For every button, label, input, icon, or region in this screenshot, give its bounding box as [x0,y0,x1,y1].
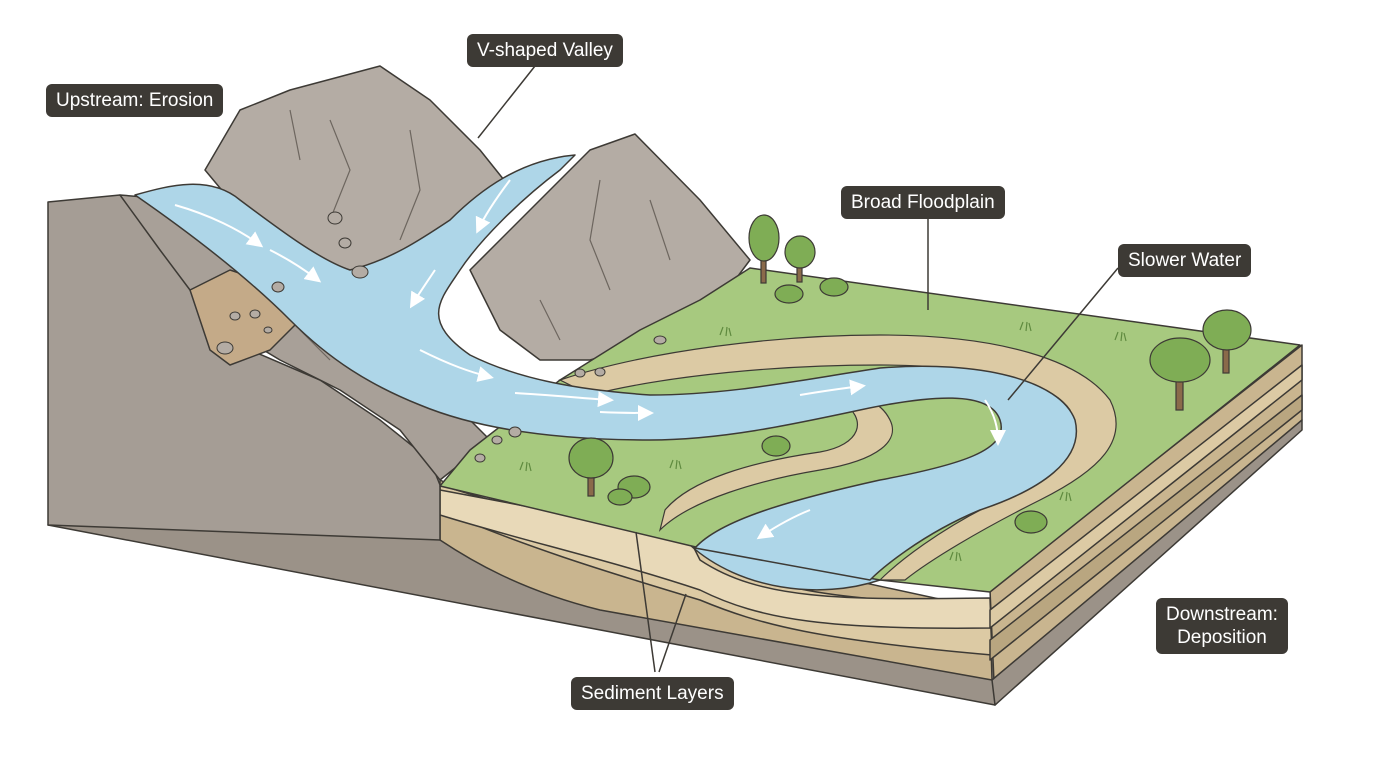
flow-arrow-icon [799,379,866,396]
flow-arrow-icon [599,404,654,421]
flow-arrow-icon [984,399,1006,446]
tree-icon [1149,337,1211,411]
leader-v-valley [477,65,536,139]
flow-arrows [174,179,1006,540]
bushes [607,277,1048,534]
rock-icon [351,265,369,279]
rock-icon [474,453,486,463]
block-right-face-bottom [991,419,1303,706]
tree-icon [748,214,780,284]
rock-icon [508,426,522,438]
rock-icon [594,367,606,377]
label-downstream-line-1: Downstream: [1166,604,1278,625]
leader-lines [477,65,1119,673]
label-downstream-deposition: Downstream: Deposition [1156,598,1288,654]
flow-arrow-icon [174,204,264,248]
rocks [216,211,667,463]
flow-arrow-icon [475,179,511,234]
ridge-lines [289,109,671,361]
flow-arrow-icon [756,509,811,540]
bush-icon [1014,510,1048,534]
bush-icon [819,277,849,297]
bush-icon [774,284,804,304]
rock-icon [327,211,343,225]
leader-sediment-1 [635,531,656,673]
leader-sediment-2 [658,593,687,673]
rock-icon [249,309,261,319]
flow-arrow-icon [419,349,494,382]
block-right-face-band-2 [989,394,1303,661]
block-right-face-band-1 [989,364,1303,629]
trees [568,214,1252,497]
label-upstream-erosion: Upstream: Erosion [46,84,224,117]
leader-slower-water [1007,267,1119,401]
bush-icon [607,488,633,506]
rock-icon [653,335,667,345]
rock-icon [271,281,285,293]
river-channel [134,154,1078,581]
tree-icon [1202,309,1252,374]
rock-icon [338,237,352,249]
sand-bank-outer [558,334,1117,581]
label-downstream-line-2: Deposition [1177,627,1267,648]
tree-icon [784,235,816,283]
label-slower-water: Slower Water [1118,244,1252,277]
label-broad-floodplain: Broad Floodplain [841,186,1005,219]
rock-icon [491,435,503,445]
label-sediment-layers: Sediment Layers [571,677,734,710]
rock-icon [574,368,586,378]
flow-arrow-icon [514,391,614,408]
label-v-shaped-valley: V-shaped Valley [467,34,623,67]
flow-arrow-icon [409,269,436,309]
rock-icon [216,341,234,355]
rock-icon [229,311,241,321]
tree-icon [568,437,614,497]
flow-arrow-icon [269,249,322,283]
rock-icon [263,326,273,334]
grass-tufts [519,321,1127,562]
block-front-face [47,344,1303,706]
bush-icon [761,435,791,457]
